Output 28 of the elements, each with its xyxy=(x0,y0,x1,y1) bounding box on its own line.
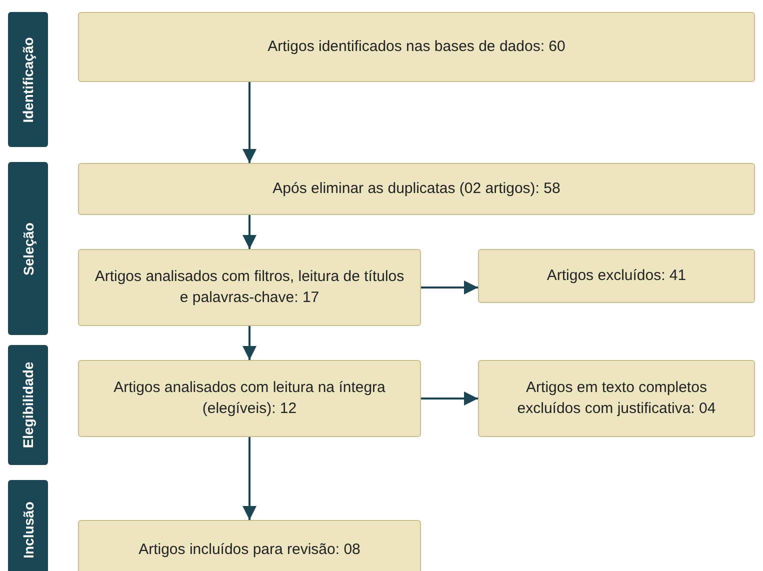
arrow xyxy=(242,82,256,163)
box-text: Artigos excluídos: 41 xyxy=(546,266,686,286)
stage-band xyxy=(8,12,48,147)
stage-label: Inclusão xyxy=(20,502,36,558)
stage-band xyxy=(8,480,48,571)
arrow xyxy=(421,280,478,294)
stage-label: Seleção xyxy=(20,222,36,275)
process-box xyxy=(78,163,755,215)
box-text: Artigos em texto completos excluídos com justificativa: 04 xyxy=(516,378,717,418)
process-box xyxy=(78,520,421,571)
stage-band xyxy=(8,162,48,335)
process-box xyxy=(78,12,755,82)
arrow xyxy=(242,215,256,249)
stage-label: Identificação xyxy=(20,36,36,122)
arrow xyxy=(242,437,256,520)
process-box xyxy=(478,249,755,303)
stage-label: Elegibilidade xyxy=(20,362,36,448)
box-text: Após eliminar as duplicatas (02 artigos): 58 xyxy=(272,178,560,199)
stage-band xyxy=(8,345,48,465)
process-box xyxy=(78,360,421,437)
box-text: Artigos analisados com filtros, leitura de títulos e palavras-chave: 17 xyxy=(94,267,406,308)
arrow xyxy=(242,326,256,360)
process-box xyxy=(478,360,755,437)
box-text: Artigos incluídos para revisão: 08 xyxy=(138,540,360,560)
process-box xyxy=(78,249,421,326)
box-text: Artigos analisados com leitura na íntegra (elegíveis): 12 xyxy=(112,378,386,418)
box-text: Artigos identificados nas bases de dados: 60 xyxy=(268,36,566,57)
arrow xyxy=(421,392,478,406)
